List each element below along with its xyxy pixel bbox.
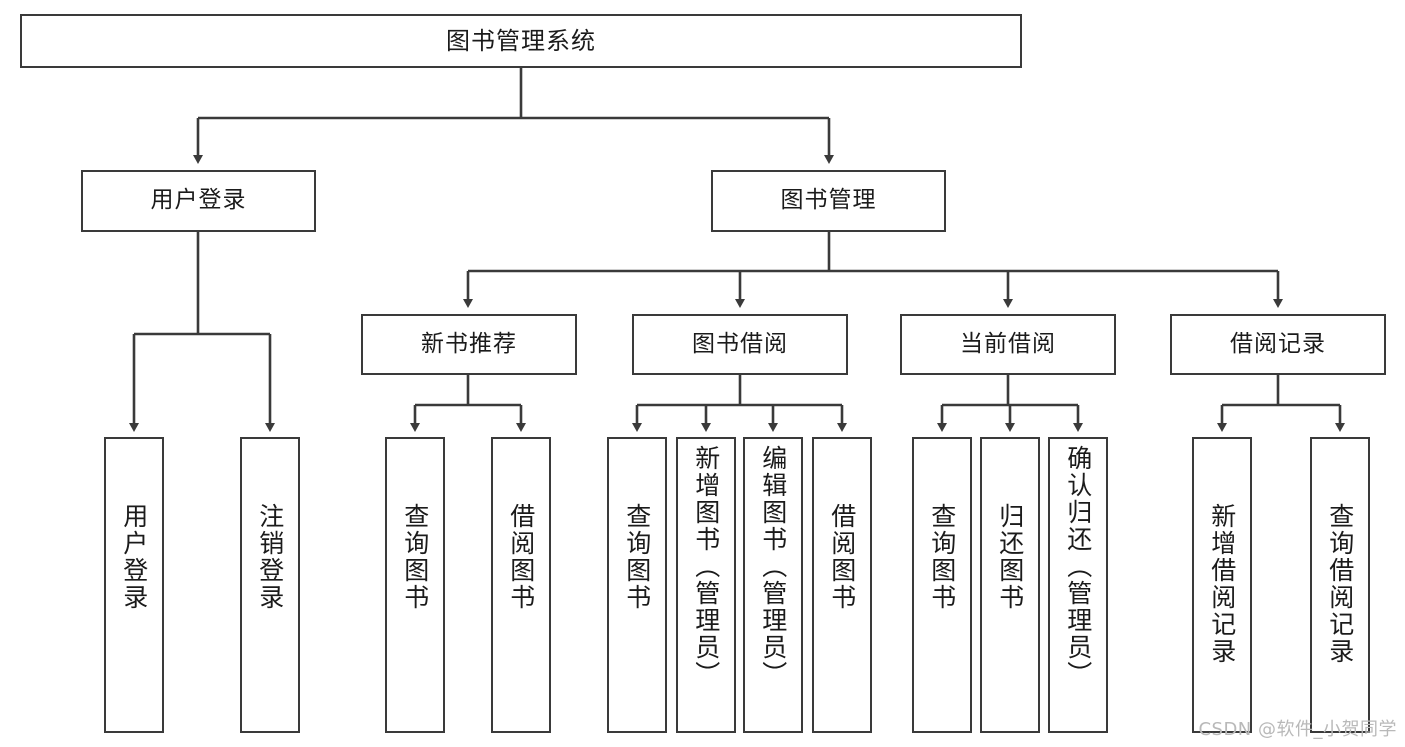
node-label: 归还图书	[995, 503, 1025, 611]
node-book-borrow[interactable]: 图书借阅	[632, 314, 848, 375]
node-root-book-management-system[interactable]: 图书管理系统	[20, 14, 1022, 68]
node-label: 查询图书	[927, 503, 957, 611]
node-label: 新书推荐	[421, 330, 517, 357]
node-label: 注销登录	[255, 503, 285, 611]
node-leaf-query-book-borrow[interactable]: 查询图书	[607, 437, 667, 733]
node-new-book-recommend[interactable]: 新书推荐	[361, 314, 577, 375]
node-leaf-user-login[interactable]: 用户登录	[104, 437, 164, 733]
node-label: 查询图书	[400, 503, 430, 611]
node-label: 图书借阅	[692, 330, 788, 357]
node-label: 新增借阅记录	[1207, 503, 1237, 665]
node-leaf-edit-book-admin[interactable]: 编辑图书（管理员）	[743, 437, 803, 733]
node-label: 编辑图书（管理员）	[758, 445, 788, 688]
node-leaf-add-book-admin[interactable]: 新增图书（管理员）	[676, 437, 736, 733]
node-leaf-logout-login[interactable]: 注销登录	[240, 437, 300, 733]
node-label: 图书管理系统	[446, 26, 596, 55]
node-leaf-confirm-return-admin[interactable]: 确认归还（管理员）	[1048, 437, 1108, 733]
node-label: 用户登录	[150, 187, 247, 214]
node-leaf-add-borrow-record[interactable]: 新增借阅记录	[1192, 437, 1252, 733]
node-leaf-return-book[interactable]: 归还图书	[980, 437, 1040, 733]
node-borrow-record[interactable]: 借阅记录	[1170, 314, 1386, 375]
node-label: 新增图书（管理员）	[691, 445, 721, 688]
node-label: 查询图书	[622, 503, 652, 611]
node-label: 用户登录	[119, 503, 149, 611]
csdn-watermark: CSDN @软件_小贺同学	[1198, 719, 1397, 740]
node-label: 图书管理	[780, 187, 877, 214]
node-label: 查询借阅记录	[1325, 503, 1355, 665]
node-label: 借阅图书	[506, 503, 536, 611]
node-label: 确认归还（管理员）	[1063, 445, 1093, 688]
node-user-login[interactable]: 用户登录	[81, 170, 316, 232]
node-current-borrow[interactable]: 当前借阅	[900, 314, 1116, 375]
node-label: 借阅记录	[1230, 330, 1326, 357]
node-leaf-query-book-recommend[interactable]: 查询图书	[385, 437, 445, 733]
node-leaf-query-book-current[interactable]: 查询图书	[912, 437, 972, 733]
node-leaf-query-borrow-record[interactable]: 查询借阅记录	[1310, 437, 1370, 733]
node-book-manage[interactable]: 图书管理	[711, 170, 946, 232]
node-leaf-borrow-book-recommend[interactable]: 借阅图书	[491, 437, 551, 733]
node-label: 借阅图书	[827, 503, 857, 611]
node-leaf-borrow-book[interactable]: 借阅图书	[812, 437, 872, 733]
node-label: 当前借阅	[960, 330, 1056, 357]
